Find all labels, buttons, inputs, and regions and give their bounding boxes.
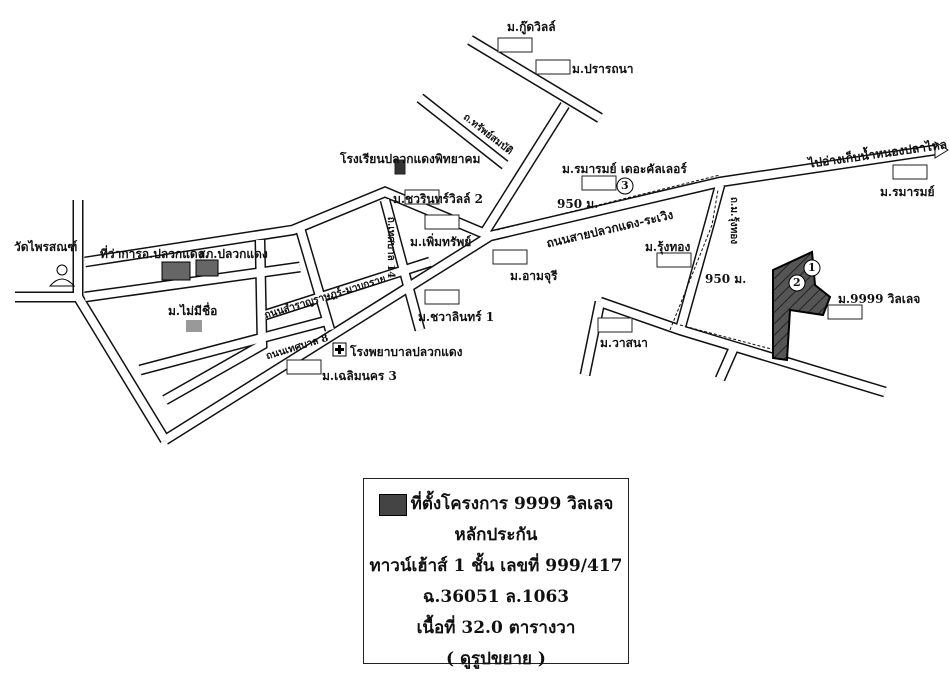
label-project: ม.9999 วิลเลจ bbox=[838, 292, 921, 306]
legend-line-3: ฉ.36051 ล.1063 bbox=[422, 587, 570, 607]
roads bbox=[15, 35, 936, 445]
house-icons bbox=[286, 37, 928, 375]
label-distance-1: 950 ม. bbox=[557, 197, 599, 211]
direction-arrow-icon bbox=[934, 141, 949, 159]
legend-line-5: ( ดูรูปขยาย ) bbox=[446, 649, 546, 669]
label-amjuri: ม.อามจุรี bbox=[510, 269, 558, 283]
legend-line-1: หลักประกัน bbox=[454, 525, 538, 545]
office-buildings bbox=[161, 259, 219, 332]
project-site-plot bbox=[772, 250, 832, 362]
marker-1 bbox=[803, 259, 821, 277]
temple-icon bbox=[48, 264, 76, 287]
label-road-thetsaban14: ถ.เทศบาล 14 bbox=[385, 216, 397, 279]
label-school: โรงเรียนปลวกแดงพิทยาคม bbox=[340, 152, 481, 166]
distance-routes bbox=[496, 174, 776, 351]
marker-3 bbox=[616, 177, 634, 195]
label-police: สภ.ปลวกแดง bbox=[198, 247, 268, 261]
legend-box: ที่ตั้งโครงการ 9999 วิลเลจ หลักประกัน ทา… bbox=[363, 478, 629, 669]
label-hospital: โรงพยาบาลปลวกแดง bbox=[350, 345, 463, 359]
legend-line-4: เนื้อที่ 32.0 ตารางวา bbox=[416, 618, 576, 638]
label-no-name: ม.ไม่มีชื่อ bbox=[168, 304, 218, 318]
label-chawarin2: ม.ชวรินทร์วิลล์ 2 bbox=[393, 192, 483, 206]
label-prathana: ม.ปรารถนา bbox=[572, 62, 634, 76]
label-side-road: ถ.ม.รุ้งทอง bbox=[728, 196, 740, 245]
marker-1-label: 1 bbox=[808, 261, 816, 274]
label-wasana: ม.วาสนา bbox=[600, 336, 648, 350]
marker-2 bbox=[788, 274, 806, 292]
label-wat: วัดไพรสณฑ์ bbox=[14, 240, 78, 254]
hospital-cross-icon bbox=[332, 342, 347, 357]
label-ramrom-color: ม.รมารมย์ เดอะคัลเลอร์ bbox=[562, 162, 687, 176]
label-ramrom: ม.รมารมย์ bbox=[880, 185, 935, 199]
label-rungthong: ม.รุ้งทอง bbox=[645, 240, 691, 254]
label-chawarin1: ม.ชวาลินทร์ 1 bbox=[418, 310, 495, 324]
label-district-office: ที่ว่าการอ.ปลวกแดง bbox=[100, 247, 204, 261]
label-kudwit: ม.กู๊ดวิลล์ bbox=[507, 20, 556, 34]
marker-3-label: 3 bbox=[621, 179, 629, 192]
legend-line-2: ทาวน์เฮ้าส์ 1 ชั้น เลขที่ 999/417 bbox=[369, 556, 623, 576]
label-chaloem3: ม.เฉลิมนคร 3 bbox=[322, 369, 397, 383]
legend-title: ที่ตั้งโครงการ 9999 วิลเลจ bbox=[364, 489, 628, 520]
label-distance-2: 950 ม. bbox=[705, 272, 747, 286]
project-swatch bbox=[378, 493, 407, 516]
marker-2-label: 2 bbox=[793, 276, 801, 289]
legend-title-text: ที่ตั้งโครงการ 9999 วิลเลจ bbox=[410, 494, 614, 514]
label-phimsap: ม.เพิ่มทรัพย์ bbox=[410, 235, 472, 249]
